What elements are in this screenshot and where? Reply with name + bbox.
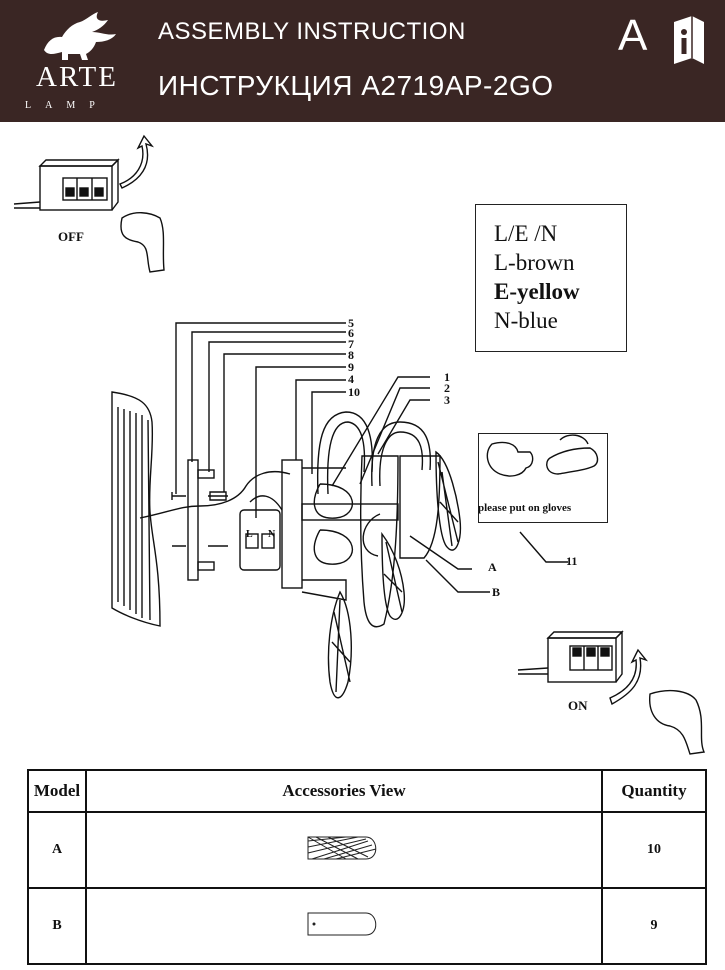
crystal-pendant-a-icon: [307, 836, 377, 859]
callout-9: 9: [348, 360, 354, 374]
terminal-block-icon: [139, 470, 291, 571]
row-b-view: [85, 887, 603, 965]
assembly-diagram: [13, 134, 706, 755]
callout-leaders-left-icon: [175, 322, 568, 593]
row-b-quantity: 9: [601, 887, 707, 965]
griffin-logo-icon: [44, 12, 116, 60]
callout-10: 10: [348, 385, 360, 399]
header-model: Model: [27, 769, 87, 813]
screws-icon: [171, 469, 228, 571]
badge-letter: A: [618, 11, 648, 60]
row-a-view: [85, 811, 603, 889]
callout-6: 6: [348, 326, 354, 340]
gloves-hand-icon: [486, 434, 599, 477]
callout-4: 4: [348, 372, 354, 386]
canopy-bracket-icon: [281, 459, 399, 601]
title-russian: ИНСТРУКЦИЯ A2719AP-2GO: [158, 70, 554, 101]
gloves-notice-text: please put on gloves: [478, 502, 572, 514]
legend-line-2: L-brown: [494, 250, 575, 275]
table-header-row: Model Accessories View Quantity: [27, 769, 707, 813]
brand-subtitle: LAMP: [25, 100, 109, 111]
row-a-model: A: [27, 811, 87, 889]
title-english: ASSEMBLY INSTRUCTION: [158, 18, 466, 45]
accessories-table: Model Accessories View Quantity A 10 B 9: [27, 769, 707, 965]
terminal-label-n: N: [268, 529, 276, 540]
switch-box-on-icon: [517, 630, 706, 755]
wall-plate-icon: [111, 391, 199, 627]
callout-8: 8: [348, 348, 354, 362]
header-quantity: Quantity: [601, 769, 707, 813]
on-label: ON: [568, 698, 588, 713]
info-book-icon: [674, 16, 704, 64]
header-banner: ARTE LAMP ASSEMBLY INSTRUCTION ИНСТРУКЦИ…: [0, 0, 725, 122]
terminal-label-l: L: [246, 529, 253, 540]
glass-plate-b-icon: [307, 912, 377, 935]
table-row: B 9: [27, 887, 707, 965]
callout-a: A: [488, 560, 497, 574]
legend-line-1: L/E /N: [494, 221, 558, 246]
wire-color-legend: L/E /N L-brown E-yellow N-blue: [475, 204, 627, 352]
row-b-model: B: [27, 887, 87, 965]
callout-5: 5: [348, 316, 354, 330]
table-row: A 10: [27, 811, 707, 889]
lamp-arms-icon: [313, 411, 432, 565]
glass-shade-icon: [327, 450, 462, 699]
callout-1: 1: [444, 370, 450, 384]
brand-name: ARTE: [36, 61, 118, 93]
legend-line-3: E-yellow: [494, 279, 580, 304]
gloves-notice-box: [478, 433, 608, 523]
header-accessories-view: Accessories View: [85, 769, 603, 813]
legend-line-4: N-blue: [494, 308, 558, 333]
callout-3: 3: [444, 393, 450, 407]
switch-box-off-icon: [13, 134, 165, 273]
off-label: OFF: [58, 229, 84, 244]
callout-11: 11: [566, 554, 578, 568]
callout-7: 7: [348, 337, 354, 351]
callout-b: B: [492, 585, 501, 599]
row-a-quantity: 10: [601, 811, 707, 889]
callout-2: 2: [444, 381, 450, 395]
